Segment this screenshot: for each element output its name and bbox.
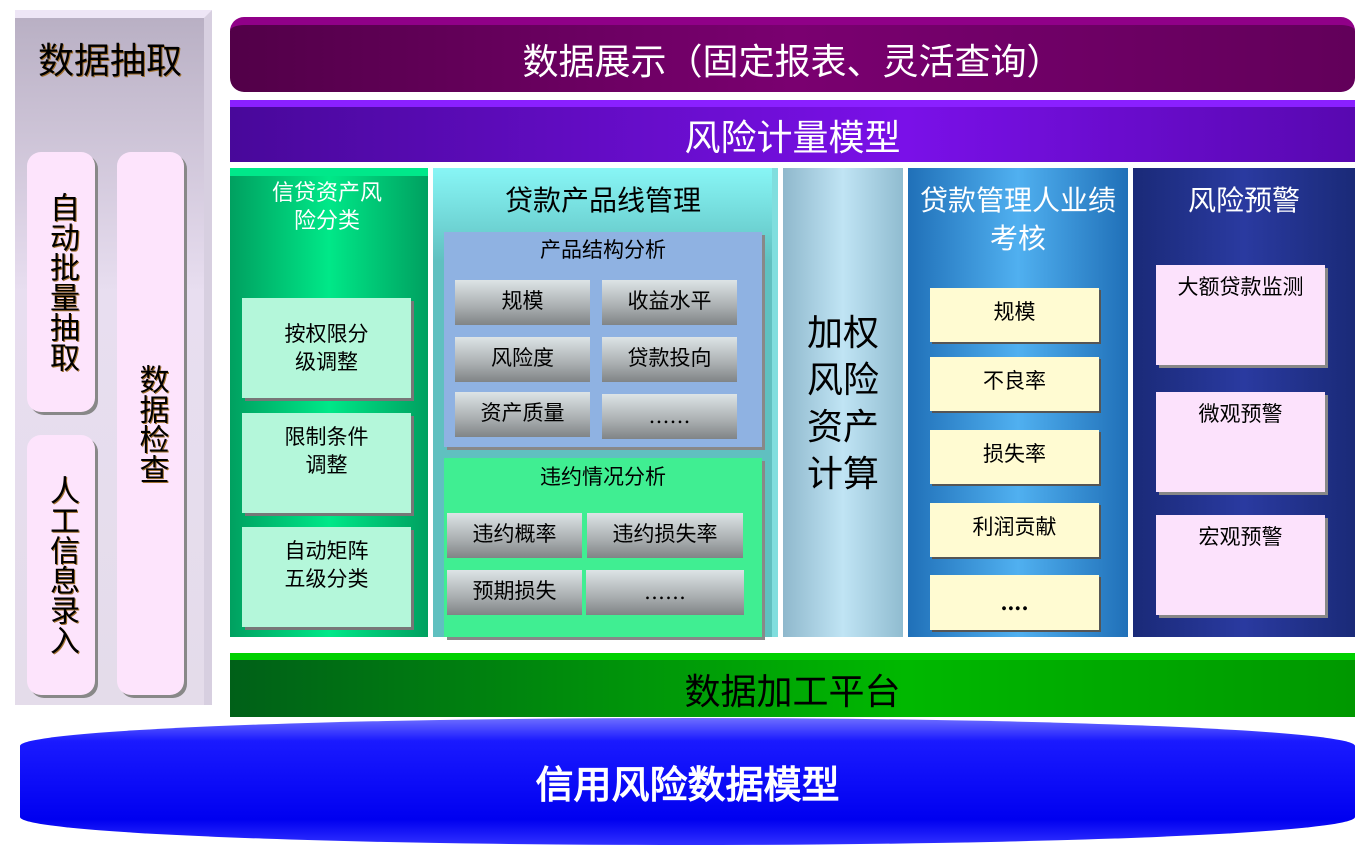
- warning-item: 微观预警: [1156, 392, 1325, 492]
- classification-item: 限制条件调整: [242, 413, 411, 513]
- manual-entry: 人工信息录入: [27, 435, 95, 695]
- auto-batch-extraction: 自动批量抽取: [27, 152, 95, 412]
- warning-title: 风险预警: [1187, 184, 1300, 217]
- default-item: 违约概率: [447, 513, 582, 558]
- structure-item: 规模: [455, 280, 590, 325]
- warning-item: 宏观预警: [1156, 515, 1325, 615]
- default-item: 预期损失: [447, 570, 582, 615]
- default-item: 违约损失率: [587, 513, 743, 558]
- classification-title: 信贷资产风险分类: [271, 181, 382, 234]
- data-check: 数据检查: [117, 152, 184, 695]
- performance-title: 贷款管理人业绩考核: [919, 184, 1116, 255]
- rwa-label: 加权风险资产计算: [806, 313, 879, 495]
- rwa-column: [783, 168, 903, 637]
- data-processing-bar: 数据加工平台: [230, 653, 1355, 717]
- default-title: 违约情况分析: [540, 465, 666, 489]
- data-display-bar: 数据展示（固定报表、灵活查询）: [230, 17, 1355, 92]
- structure-title: 产品结构分析: [540, 238, 666, 262]
- performance-item: ….: [930, 575, 1099, 630]
- default-item: ……: [586, 570, 744, 615]
- structure-item: 资产质量: [455, 392, 590, 437]
- classification-item: 按权限分级调整: [242, 298, 411, 398]
- performance-item: 规模: [930, 288, 1099, 342]
- performance-item: 损失率: [930, 430, 1099, 484]
- warning-item: 大额贷款监测: [1156, 265, 1325, 365]
- structure-item: ……: [602, 394, 737, 439]
- product-line-title: 贷款产品线管理: [504, 184, 701, 217]
- structure-item: 收益水平: [602, 280, 737, 325]
- structure-item: 贷款投向: [602, 337, 737, 382]
- data-extraction-title: 数据抽取: [37, 41, 182, 82]
- classification-item: 自动矩阵五级分类: [242, 527, 411, 627]
- performance-item: 利润贡献: [930, 503, 1099, 557]
- credit-risk-data-model: 信用风险数据模型: [20, 718, 1355, 845]
- structure-item: 风险度: [455, 337, 590, 382]
- risk-model-bar: 风险计量模型: [230, 100, 1355, 162]
- performance-item: 不良率: [930, 357, 1099, 411]
